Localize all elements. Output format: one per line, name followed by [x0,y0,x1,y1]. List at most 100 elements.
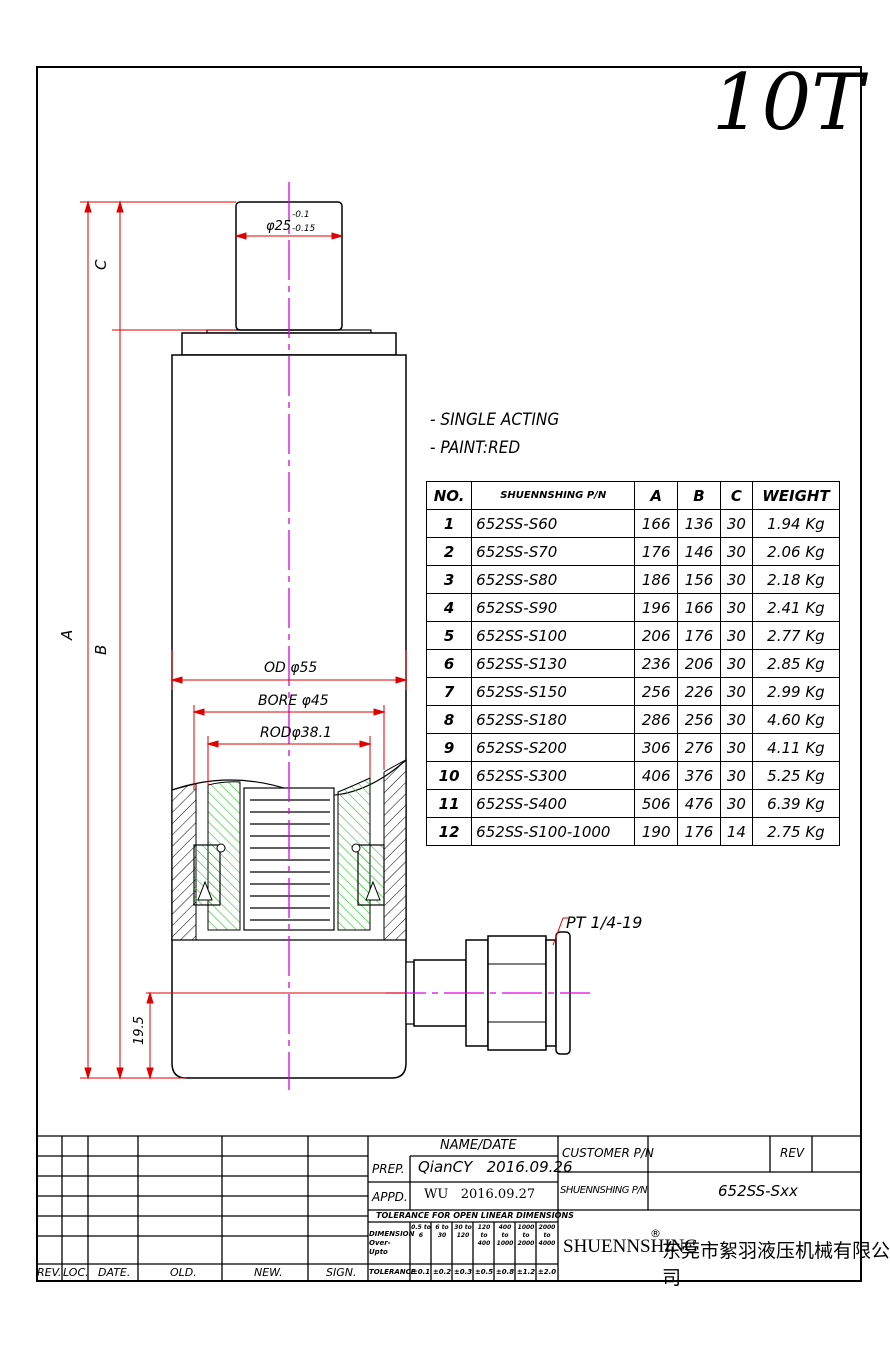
cell-c: 30 [719,705,753,734]
dim-base-height: 19.5 [132,1016,147,1045]
cell-weight: 2.41 Kg [751,593,841,622]
tol-range-cell: 1000 to 2000 [517,1224,535,1247]
cell-c: 14 [719,817,753,846]
cell-pn: 652SS-S400 [471,789,636,818]
cell-b: 136 [677,509,721,538]
dim-plunger: φ25 [266,219,291,234]
cell-c: 30 [719,789,753,818]
cell-no: 12 [425,817,473,846]
col-pn: SHUENNSHING P/N [471,481,636,510]
tol-range-cell: 6 to 30 [435,1224,449,1239]
cell-pn: 652SS-S60 [471,509,636,538]
cell-no: 2 [425,537,473,566]
note-single-acting: - SINGLE ACTING [430,410,560,430]
cell-c: 30 [719,593,753,622]
cell-pn: 652SS-S100 [471,621,636,650]
cell-no: 7 [425,677,473,706]
dim-b-label: B [92,645,110,655]
cell-b: 206 [677,649,721,678]
customer-pn-label: CUSTOMER P/N [562,1146,654,1160]
appd-label: APPD. [372,1190,408,1204]
rev-col-rev: REV. [37,1266,62,1279]
cell-c: 30 [719,733,753,762]
cell-no: 10 [425,761,473,790]
tol-value-cell: ±0.5 [474,1268,494,1276]
cell-a: 206 [634,621,679,650]
cell-b: 166 [677,593,721,622]
cell-a: 286 [634,705,679,734]
dim-od: OD φ55 [264,660,317,676]
tol-value-cell: ±0.3 [453,1268,473,1276]
cell-pn: 652SS-S180 [471,705,636,734]
drawing-frame [36,66,862,1282]
cell-no: 3 [425,565,473,594]
company-name: SHUENNSHING [563,1236,699,1257]
shuennshing-pn-label: SHUENNSHING P/N [560,1185,648,1196]
cell-c: 30 [719,649,753,678]
cell-no: 5 [425,621,473,650]
col-b: B [677,481,721,510]
prep-label: PREP. [372,1162,405,1176]
cell-b: 146 [677,537,721,566]
capacity-title: 10T [712,58,864,148]
cell-b: 376 [677,761,721,790]
tol-range-cell: 400 to 1000 [496,1224,514,1247]
cell-c: 30 [719,761,753,790]
cell-a: 166 [634,509,679,538]
col-weight: WEIGHT [751,481,841,510]
cell-a: 176 [634,537,679,566]
cell-a: 196 [634,593,679,622]
tol-value-cell: ±0.8 [495,1268,515,1276]
note-paint: - PAINT:RED [430,438,521,458]
cell-c: 30 [719,537,753,566]
cell-pn: 652SS-S130 [471,649,636,678]
tol-value-cell: ±1.2 [516,1268,536,1276]
cell-a: 190 [634,817,679,846]
rev-col-new: NEW. [254,1266,283,1279]
dim-bore: BORE φ45 [258,693,329,709]
cell-no: 4 [425,593,473,622]
cell-pn: 652SS-S90 [471,593,636,622]
cell-pn: 652SS-S150 [471,677,636,706]
cell-pn: 652SS-S300 [471,761,636,790]
cell-c: 30 [719,565,753,594]
cell-no: 6 [425,649,473,678]
appd-value: WU 2016.09.27 [424,1187,536,1202]
cell-pn: 652SS-S80 [471,565,636,594]
cell-weight: 6.39 Kg [751,789,841,818]
cell-pn: 652SS-S100-1000 [471,817,636,846]
cell-weight: 4.60 Kg [751,705,841,734]
cell-no: 8 [425,705,473,734]
cell-weight: 2.18 Kg [751,565,841,594]
prep-value: QianCY 2016.09.26 [418,1158,573,1176]
tol-range-cell: 30 to 120 [454,1224,472,1239]
cell-b: 276 [677,733,721,762]
cell-b: 256 [677,705,721,734]
cell-pn: 652SS-S70 [471,537,636,566]
tol-range-cell: 120 to 400 [477,1224,491,1247]
tolerance-label: TOLERANCE [369,1268,416,1276]
cell-no: 1 [425,509,473,538]
cell-no: 11 [425,789,473,818]
cell-weight: 2.99 Kg [751,677,841,706]
col-c: C [719,481,753,510]
tol-value-cell: ±2.0 [537,1268,557,1276]
dim-a-label: A [58,630,76,641]
dim-rod: RODφ38.1 [260,725,332,741]
cell-weight: 4.11 Kg [751,733,841,762]
rev-label: REV [780,1146,805,1160]
part-number: 652SS-Sxx [718,1182,798,1200]
parts-table-header: NO. SHUENNSHING P/N A B C WEIGHT [425,481,841,510]
